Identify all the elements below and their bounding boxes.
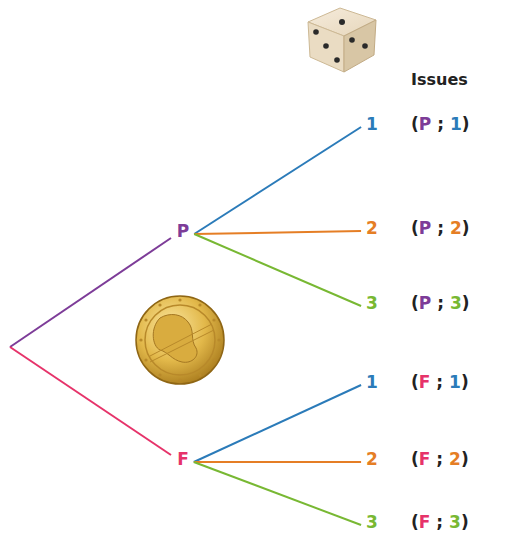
outcome-label: (P ; 3) (411, 293, 470, 313)
branch-value: 1 (366, 372, 378, 392)
branch-node: 1 (361, 370, 383, 394)
branch-value: P (177, 221, 189, 241)
outcome-label: (F ; 2) (411, 449, 469, 469)
column-heading: Issues (411, 70, 468, 90)
branch-value: 1 (366, 114, 378, 134)
outcome-label: (P ; 2) (411, 218, 470, 238)
branch-value: 3 (366, 512, 378, 532)
outcome-label: (P ; 1) (411, 114, 470, 134)
branch-value: 3 (366, 293, 378, 313)
branch-value: 2 (366, 218, 378, 238)
branch-node: 2 (361, 216, 383, 240)
branch-value: F (177, 449, 189, 469)
coin-picture (136, 296, 224, 384)
branch-node: F (172, 447, 194, 471)
branch-node: 2 (361, 447, 383, 471)
die-picture (308, 8, 376, 72)
branch-node: 1 (361, 112, 383, 136)
branch-node: P (172, 219, 194, 243)
tree-branch (194, 385, 361, 462)
branch-node: 3 (361, 291, 383, 315)
branch-node: 3 (361, 510, 383, 534)
outcome-label: (F ; 1) (411, 372, 469, 392)
tree-branch (194, 127, 361, 234)
tree-branch (194, 462, 361, 525)
tree-branch (194, 234, 361, 306)
tree-branch (194, 231, 361, 234)
branch-value: 2 (366, 449, 378, 469)
outcome-label: (F ; 3) (411, 512, 469, 532)
tree-branch (194, 461, 361, 463)
